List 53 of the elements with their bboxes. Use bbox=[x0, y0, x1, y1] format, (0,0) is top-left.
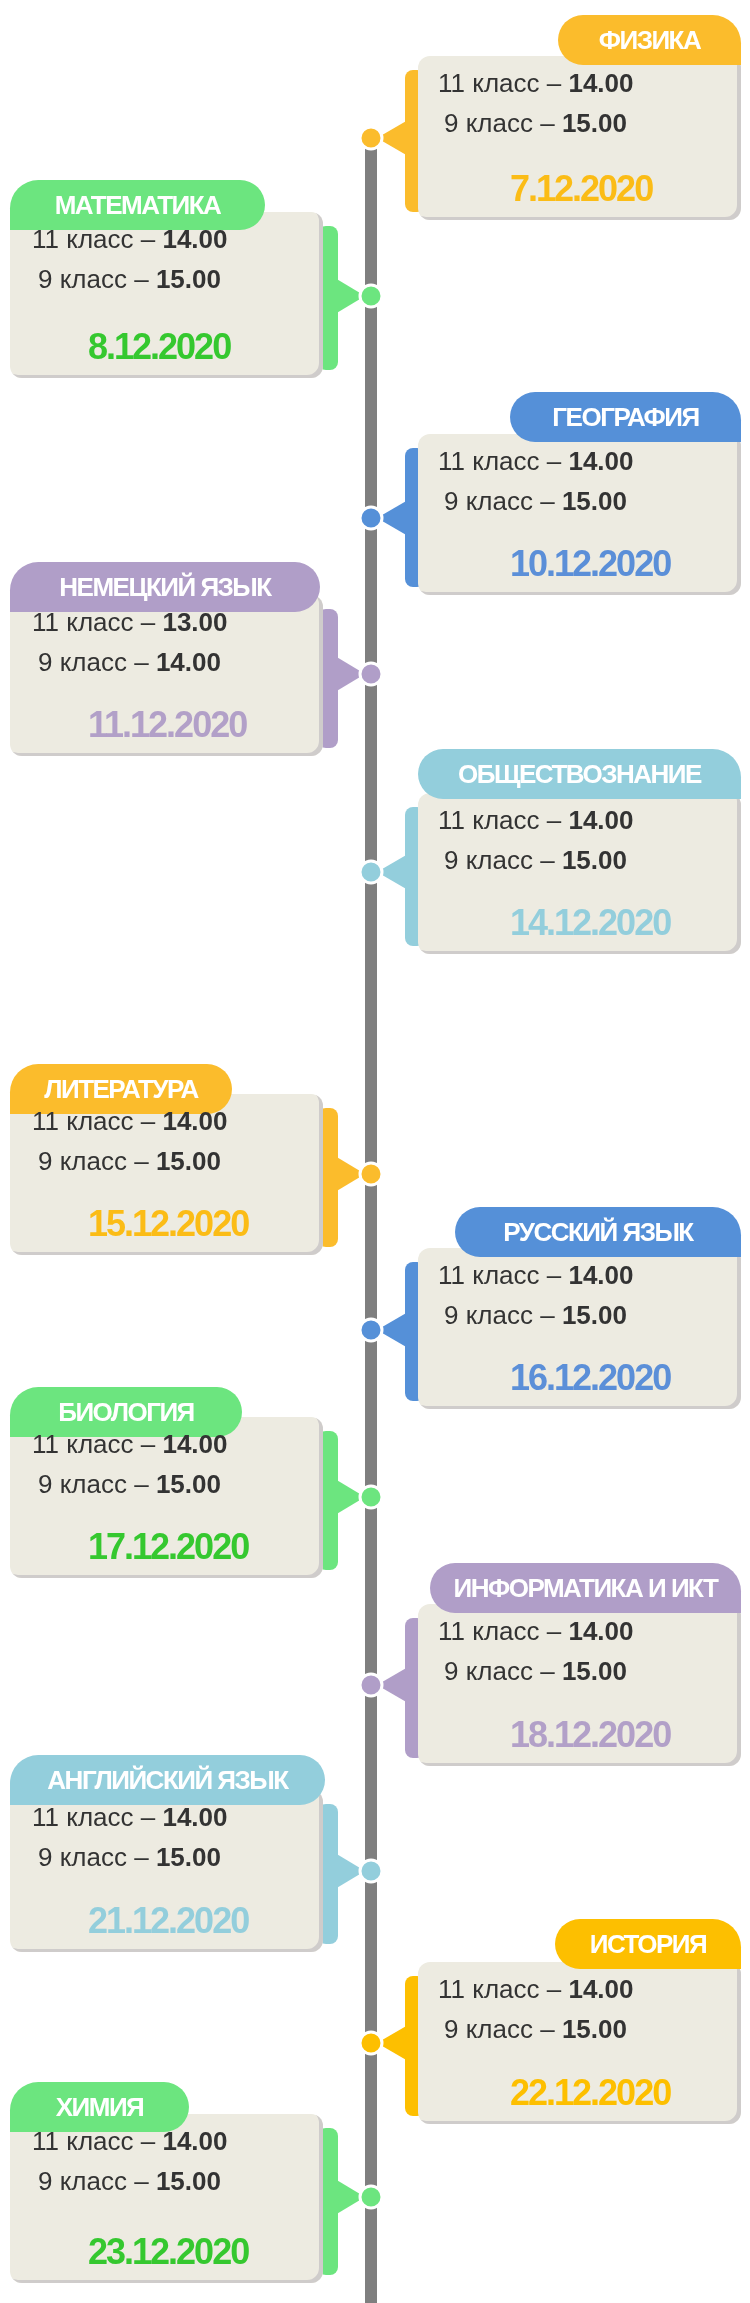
event-card bbox=[10, 180, 323, 378]
event-date: 11.12.2020 bbox=[88, 704, 247, 746]
schedule-line: 9 класс – 15.00 bbox=[444, 2014, 627, 2045]
event-card bbox=[10, 2082, 323, 2283]
subject-tab: МАТЕМАТИКА bbox=[10, 180, 265, 230]
event-date: 22.12.2020 bbox=[510, 2072, 671, 2114]
subject-tab: ХИМИЯ bbox=[10, 2082, 189, 2132]
subject-tab: ГЕОГРАФИЯ bbox=[510, 392, 741, 442]
schedule-line: 9 класс – 15.00 bbox=[38, 1469, 221, 1500]
schedule-line: 11 класс – 14.00 bbox=[438, 1260, 634, 1291]
event-card bbox=[418, 15, 741, 220]
subject-tab: ОБЩЕСТВОЗНАНИЕ bbox=[418, 749, 741, 799]
event-card bbox=[10, 1755, 323, 1952]
schedule-line: 11 класс – 14.00 bbox=[438, 805, 634, 836]
event-card bbox=[418, 749, 741, 954]
subject-tab: ФИЗИКА bbox=[558, 15, 741, 65]
schedule-line: 11 класс – 14.00 bbox=[438, 446, 634, 477]
event-card bbox=[418, 392, 741, 595]
subject-tab: ИСТОРИЯ bbox=[555, 1919, 741, 1969]
schedule-line: 9 класс – 15.00 bbox=[38, 2166, 221, 2197]
event-date: 16.12.2020 bbox=[510, 1357, 671, 1399]
subject-tab: АНГЛИЙСКИЙ ЯЗЫК bbox=[10, 1755, 325, 1805]
subject-tab: ИНФОРМАТИКА И ИКТ bbox=[430, 1563, 741, 1613]
schedule-line: 9 класс – 15.00 bbox=[444, 1300, 627, 1331]
event-card bbox=[10, 562, 323, 756]
event-date: 18.12.2020 bbox=[510, 1714, 671, 1756]
schedule-line: 9 класс – 15.00 bbox=[444, 108, 627, 139]
event-date: 21.12.2020 bbox=[88, 1900, 249, 1942]
schedule-line: 9 класс – 15.00 bbox=[444, 845, 627, 876]
schedule-line: 9 класс – 15.00 bbox=[444, 1656, 627, 1687]
event-date: 10.12.2020 bbox=[510, 543, 671, 585]
event-card bbox=[418, 1563, 741, 1766]
schedule-line: 11 класс – 14.00 bbox=[438, 68, 634, 99]
event-card bbox=[418, 1207, 741, 1409]
schedule-line: 9 класс – 15.00 bbox=[38, 264, 221, 295]
schedule-line: 9 класс – 15.00 bbox=[38, 1842, 221, 1873]
event-card bbox=[10, 1387, 323, 1578]
event-card bbox=[418, 1919, 741, 2124]
schedule-line: 9 класс – 15.00 bbox=[444, 486, 627, 517]
event-date: 17.12.2020 bbox=[88, 1526, 249, 1568]
subject-tab: РУССКИЙ ЯЗЫК bbox=[455, 1207, 741, 1257]
event-date: 7.12.2020 bbox=[510, 168, 653, 210]
schedule-line: 11 класс – 14.00 bbox=[438, 1616, 634, 1647]
schedule-line: 9 класс – 15.00 bbox=[38, 1146, 221, 1177]
schedule-line: 11 класс – 14.00 bbox=[32, 1802, 228, 1833]
event-date: 14.12.2020 bbox=[510, 902, 671, 944]
schedule-line: 9 класс – 14.00 bbox=[38, 647, 221, 678]
event-card bbox=[10, 1064, 323, 1255]
subject-tab: НЕМЕЦКИЙ ЯЗЫК bbox=[10, 562, 320, 612]
event-date: 8.12.2020 bbox=[88, 326, 231, 368]
schedule-line: 11 класс – 14.00 bbox=[438, 1974, 634, 2005]
event-date: 15.12.2020 bbox=[88, 1203, 249, 1245]
event-date: 23.12.2020 bbox=[88, 2231, 249, 2273]
